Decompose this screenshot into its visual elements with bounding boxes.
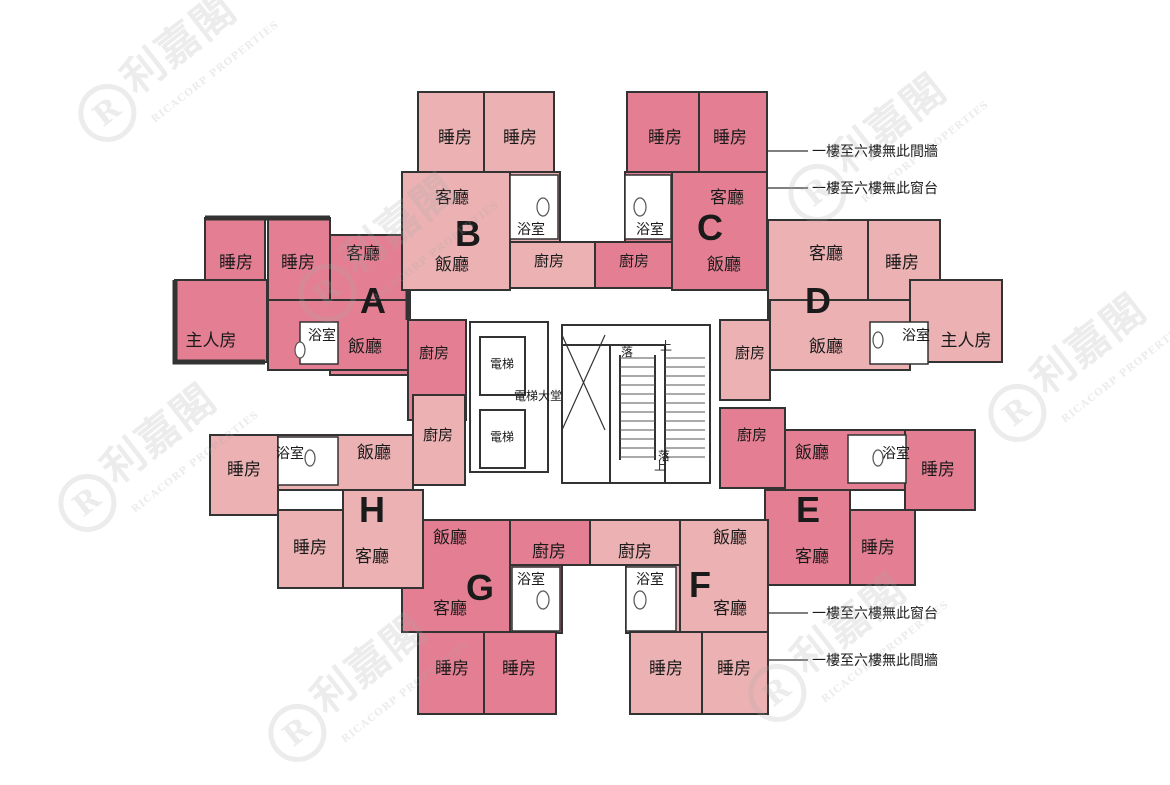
room-label: 廚房 (532, 541, 566, 562)
room-label: 浴室 (308, 327, 336, 344)
unit-letter-e: E (796, 489, 820, 530)
room-label: 飯廳 (795, 443, 829, 463)
room-label: 主人房 (941, 331, 992, 351)
room-label: 飯廳 (809, 337, 843, 357)
stair-up-label: 上 (660, 339, 672, 353)
room-label: 睡房 (502, 659, 536, 679)
note-bottom-window: 一樓至六樓無此窗台 (812, 605, 938, 622)
room-label: 浴室 (636, 571, 664, 588)
room-label: 浴室 (636, 221, 664, 238)
room-label: 浴室 (902, 327, 930, 344)
room-label: 睡房 (281, 253, 315, 273)
room-label: 浴室 (882, 445, 910, 462)
room-label: 浴室 (276, 445, 304, 462)
room-label: 客廳 (346, 244, 380, 264)
unit-a-bath (299, 321, 339, 365)
unit-letter-a: A (360, 280, 386, 321)
room-label: 浴室 (517, 221, 545, 238)
room-label: 客廳 (433, 599, 467, 619)
fixtures (294, 197, 884, 610)
unit-letter-d: D (805, 280, 831, 321)
note-bottom-wall: 一樓至六樓無此間牆 (812, 653, 938, 669)
stair-down-label: 落 (658, 449, 670, 463)
room-label: 廚房 (735, 344, 765, 362)
note-top-window: 一樓至六樓無此窗台 (812, 180, 938, 197)
stair-up-label: 上 (654, 459, 666, 473)
room-label: 廚房 (423, 426, 453, 444)
room-label: 客廳 (435, 188, 469, 208)
lift-lobby-label: 電梯大堂 (514, 389, 562, 403)
room-label: 客廳 (809, 244, 843, 264)
room-label: 廚房 (419, 344, 449, 362)
stair-treads (620, 357, 705, 458)
room-label: 飯廳 (713, 528, 747, 548)
unit-b-bath (509, 174, 559, 240)
note-top-wall: 一樓至六樓無此間牆 (812, 144, 938, 160)
lift-label: 電梯 (490, 430, 514, 444)
unit-letter-h: H (359, 489, 385, 530)
room-label: 廚房 (618, 541, 652, 562)
room-label: 睡房 (921, 460, 955, 480)
room-label: 睡房 (293, 538, 327, 558)
room-label: 客廳 (713, 599, 747, 619)
unit-letter-c: C (697, 207, 723, 248)
room-label: 睡房 (861, 538, 895, 558)
stair-down-label: 落 (621, 345, 633, 359)
room-label: 飯廳 (435, 255, 469, 275)
room-label: 睡房 (227, 460, 261, 480)
room-label: 睡房 (648, 128, 682, 148)
lift-label: 電梯 (490, 357, 514, 371)
room-label: 睡房 (713, 128, 747, 148)
room-label: 睡房 (717, 659, 751, 679)
room-label: 飯廳 (348, 337, 382, 357)
core (469, 321, 711, 484)
unit-b (401, 91, 596, 291)
room-label: 廚房 (737, 426, 767, 444)
unit-letter-b: B (455, 213, 481, 254)
unit-g-bath (511, 566, 561, 632)
unit-letter-g: G (466, 567, 494, 608)
room-label: 廚房 (619, 252, 649, 270)
room-label: 浴室 (517, 571, 545, 588)
room-label: 飯廳 (707, 255, 741, 275)
unit-h (209, 394, 466, 589)
unit-letter-f: F (689, 564, 711, 605)
unit-c-bath (624, 174, 672, 240)
room-label: 飯廳 (433, 528, 467, 548)
room-label: 客廳 (355, 547, 389, 567)
room-label: 睡房 (219, 253, 253, 273)
room-label: 睡房 (885, 253, 919, 273)
room-label: 睡房 (503, 128, 537, 148)
room-label: 睡房 (438, 128, 472, 148)
room-label: 廚房 (534, 252, 564, 270)
note-leaders (768, 150, 808, 661)
room-label: 客廳 (710, 188, 744, 208)
room-label: 睡房 (435, 659, 469, 679)
room-label: 睡房 (649, 659, 683, 679)
room-label: 客廳 (795, 547, 829, 567)
room-label: 飯廳 (357, 443, 391, 463)
room-label: 主人房 (186, 331, 237, 351)
